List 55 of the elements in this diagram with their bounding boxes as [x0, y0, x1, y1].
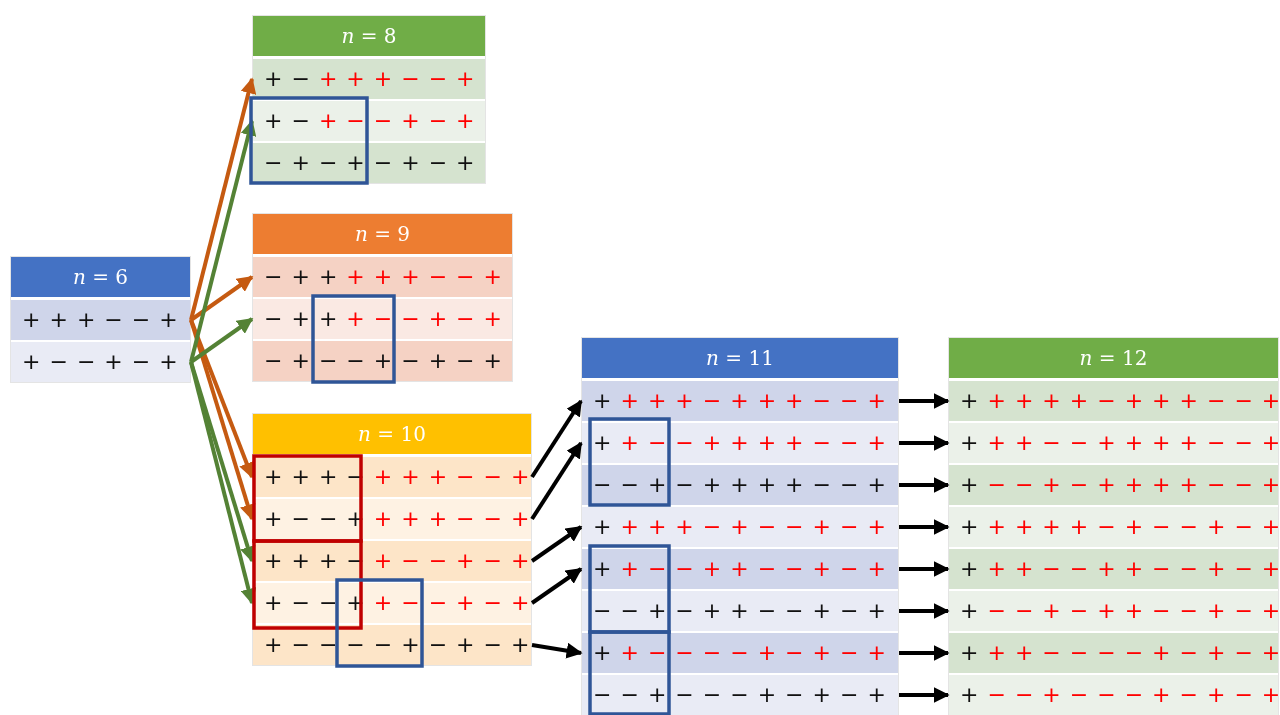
- sign-row: + + + + − + − − + − +: [582, 507, 898, 547]
- sign-row: + + − − − − + − + − +: [582, 633, 898, 673]
- sign-row: − + + + + + − − +: [253, 257, 512, 297]
- arrow: [899, 435, 950, 451]
- sign-row: + − + − − + − +: [253, 101, 485, 141]
- arrow: [530, 399, 583, 479]
- arrow: [189, 119, 257, 363]
- arrow: [899, 393, 950, 409]
- sign-row: + − − + − +: [11, 342, 190, 382]
- sign-row: + + − − + + − − + − +: [582, 549, 898, 589]
- arrow: [530, 441, 583, 521]
- sign-row: + + + − − + + − − + − +: [949, 549, 1278, 589]
- sign-row: + − − + − + + − − + − +: [949, 591, 1278, 631]
- arrow: [189, 77, 257, 321]
- sign-row: − − + − − − + − + − +: [582, 675, 898, 715]
- sign-row: + + + + + − + − − + − +: [949, 507, 1278, 547]
- arrow: [530, 525, 583, 563]
- table-header: n = 12: [949, 338, 1278, 378]
- table-header: n = 11: [582, 338, 898, 378]
- sign-row: + − − + − + + + + − − +: [949, 465, 1278, 505]
- arrow: [899, 519, 950, 535]
- table-header: n = 10: [253, 414, 531, 454]
- sign-table: [252, 213, 513, 382]
- sign-row: + + + − − +: [11, 300, 190, 340]
- sign-row: − + − + − + − +: [253, 143, 485, 183]
- arrow: [189, 317, 254, 364]
- sign-row: + − − + − − − + − + − +: [949, 675, 1278, 715]
- sign-row: + + + − − − − + − + − +: [949, 633, 1278, 673]
- sign-row: − − + − + + − − + − +: [582, 591, 898, 631]
- sign-row: + − − − − + − + − +: [253, 625, 531, 665]
- sign-table: [10, 256, 191, 383]
- sign-row: − − + − + + + + − − +: [582, 465, 898, 505]
- arrow: [899, 645, 950, 661]
- arrow: [899, 687, 950, 703]
- arrow: [899, 603, 950, 619]
- table-header: n = 6: [11, 257, 190, 297]
- sign-row: − + + + − − + − +: [253, 299, 512, 339]
- table-header: n = 9: [253, 214, 512, 254]
- sign-row: + + − − + + + + − − +: [582, 423, 898, 463]
- arrow: [531, 642, 583, 659]
- sign-table: [948, 337, 1279, 715]
- sign-table: [252, 15, 486, 184]
- arrow: [899, 561, 950, 577]
- sign-row: + + + + − + + + − − +: [582, 381, 898, 421]
- arrow: [189, 319, 255, 479]
- sign-table: [581, 337, 899, 715]
- sign-row: − + − − + − + − +: [253, 341, 512, 381]
- arrow: [530, 567, 583, 605]
- table-header: n = 8: [253, 16, 485, 56]
- arrow: [189, 275, 254, 322]
- sign-row: + − + + + − − +: [253, 59, 485, 99]
- sign-row: + + + − − + + + + − − +: [949, 423, 1278, 463]
- arrow: [899, 477, 950, 493]
- sign-row: + + + + + − + + + − − +: [949, 381, 1278, 421]
- sign-table: [252, 413, 532, 666]
